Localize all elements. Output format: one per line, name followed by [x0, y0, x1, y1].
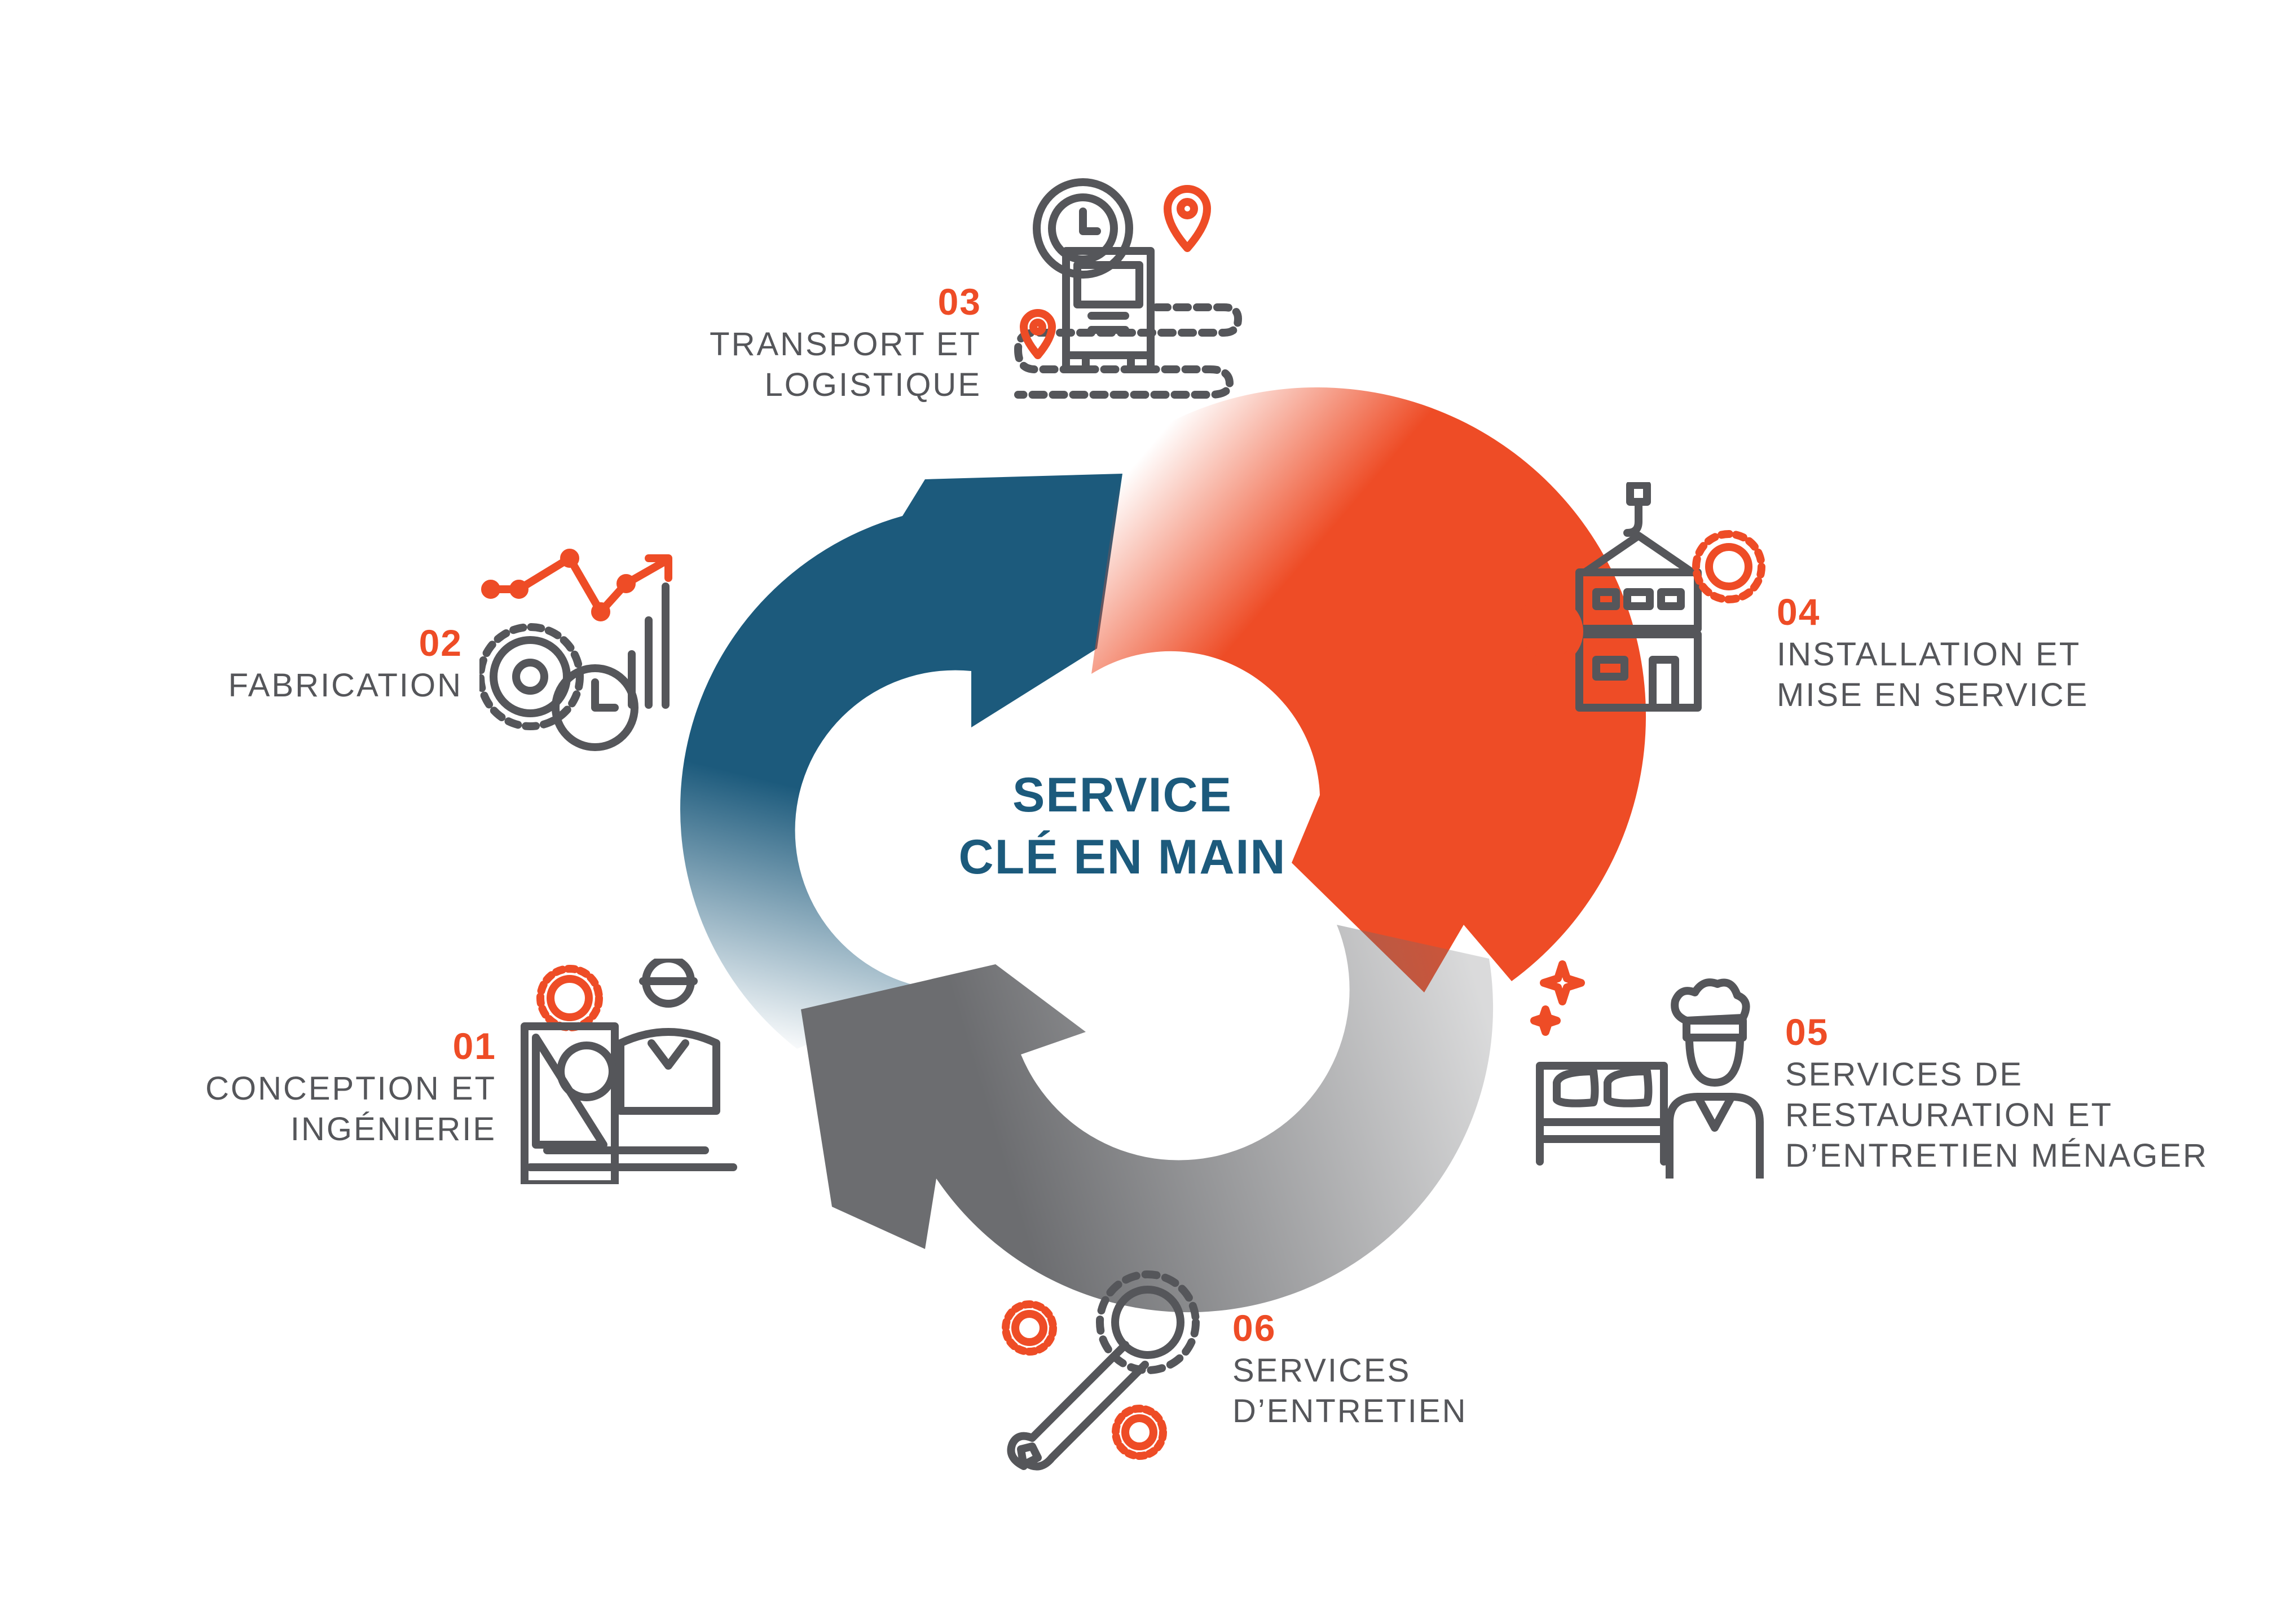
- step-label-line: TRANSPORT ET: [710, 326, 981, 363]
- step-label-line: RESTAURATION ET: [1785, 1097, 2113, 1133]
- blue-arrow: [680, 474, 1122, 1049]
- step-number: 03: [937, 281, 981, 323]
- step-label-line: MISE EN SERVICE: [1777, 677, 2089, 713]
- step-label-line: LOGISTIQUE: [764, 367, 981, 403]
- step-number: 02: [419, 622, 463, 664]
- engineer-blueprint-icon: [508, 959, 745, 1184]
- step-05: 05 SERVICES DE RESTAURATION ET D’ENTRETI…: [1785, 1009, 2270, 1176]
- orange-arrow: [1091, 387, 1646, 992]
- step-number: 04: [1777, 591, 1821, 633]
- step-number: 05: [1785, 1011, 1829, 1053]
- step-02: 02 FABRICATION: [113, 620, 463, 706]
- step-label-line: FABRICATION: [228, 667, 463, 704]
- step-number: 01: [452, 1025, 496, 1067]
- step-06: 06 SERVICES D’ENTRETIEN: [1232, 1305, 1582, 1432]
- step-03: 03 TRANSPORT ET LOGISTIQUE: [649, 279, 981, 405]
- gears-chart-icon: [479, 536, 705, 761]
- step-label-line: SERVICES DE: [1785, 1056, 2023, 1093]
- center-title: SERVICE CLÉ EN MAIN: [925, 764, 1320, 888]
- crane-building-icon: [1512, 482, 1765, 713]
- truck-location-icon: [1012, 175, 1266, 400]
- step-04: 04 INSTALLATION ET MISE EN SERVICE: [1777, 589, 2126, 716]
- center-title-line2: CLÉ EN MAIN: [958, 830, 1287, 884]
- step-label-line: CONCEPTION ET: [205, 1070, 496, 1107]
- step-label-line: INSTALLATION ET: [1777, 636, 2081, 673]
- gray-arrow: [801, 925, 1494, 1313]
- step-label-line: SERVICES: [1232, 1352, 1411, 1389]
- center-title-line1: SERVICE: [1012, 768, 1232, 822]
- step-label-line: D’ENTRETIEN: [1232, 1393, 1468, 1429]
- step-label-line: INGÉNIERIE: [290, 1111, 496, 1148]
- step-number: 06: [1232, 1307, 1276, 1349]
- bed-chef-icon: [1529, 953, 1765, 1179]
- step-01: 01 CONCEPTION ET INGÉNIERIE: [169, 1023, 496, 1150]
- wrench-gear-icon: [998, 1263, 1224, 1477]
- step-label-line: D’ENTRETIEN MÉNAGER: [1785, 1137, 2208, 1174]
